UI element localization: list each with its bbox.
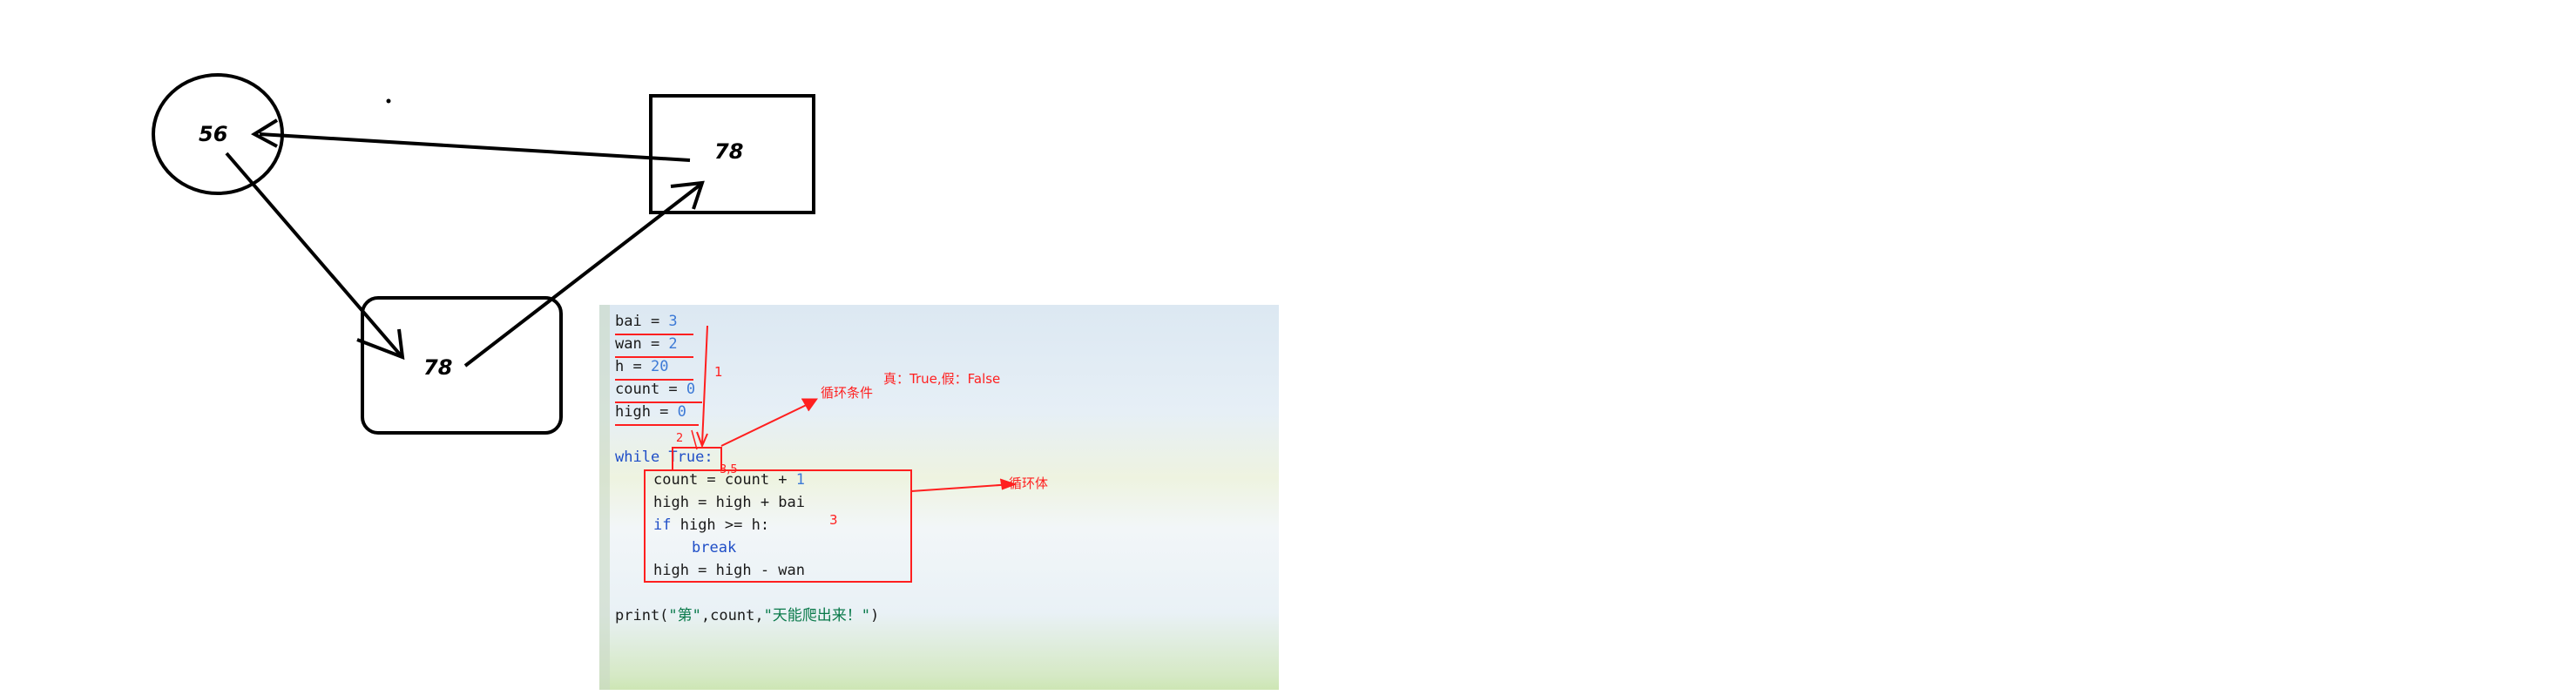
annotation-loop-condition: 循环条件 xyxy=(821,385,874,401)
code-token: high = high - wan xyxy=(653,562,805,579)
bottom-box-node-label: 78 xyxy=(423,355,453,380)
code-token: ) xyxy=(870,607,880,624)
code-line: count = count + 1 xyxy=(615,469,879,491)
code-token: 0 xyxy=(686,381,696,398)
code-token: bai = xyxy=(615,313,669,330)
right-box-node xyxy=(649,94,815,214)
annotation-step-2: 2 xyxy=(676,432,684,445)
annotation-step-1: 1 xyxy=(714,364,723,380)
code-token: while xyxy=(615,449,669,466)
code-line: wan = 2 xyxy=(615,333,879,355)
code-token: high = xyxy=(615,403,678,421)
code-token: 1 xyxy=(795,471,806,489)
condition-box xyxy=(672,447,722,471)
code-line: count = 0 xyxy=(615,378,879,401)
arrow-circle-to-box xyxy=(225,152,402,357)
code-token: 3 xyxy=(668,313,678,330)
bottom-box-node xyxy=(361,296,563,435)
code-line: high = 0 xyxy=(615,401,879,423)
code-line: if high >= h: xyxy=(615,514,879,536)
arrow-step-2 xyxy=(691,429,698,450)
annotation-step-3: 3 xyxy=(829,512,838,528)
code-line: high = high + bai xyxy=(615,491,879,514)
arrowhead-init-to-condition xyxy=(696,431,708,449)
code-line: break xyxy=(615,536,879,559)
code-token: 0 xyxy=(677,403,686,421)
loop-body-box xyxy=(644,469,912,583)
code-gutter xyxy=(599,305,610,690)
annotation-loop-body: 循环体 xyxy=(1009,476,1049,491)
right-box-node-label: 78 xyxy=(714,139,744,164)
code-line: bai = 3 xyxy=(615,310,879,333)
arrow-to-loop-condition xyxy=(720,400,816,447)
code-token: True: xyxy=(668,449,713,466)
code-line: while True: xyxy=(615,446,879,469)
code-token: "天能爬出来！" xyxy=(763,607,871,624)
code-token: if xyxy=(653,516,680,534)
arrowhead-to-loop-condition xyxy=(801,398,818,412)
arrow-bottom-to-right xyxy=(463,183,702,368)
arrowhead-box-to-circle xyxy=(250,118,279,148)
code-line: high = high - wan xyxy=(615,559,879,582)
code-token: "第" xyxy=(668,607,701,624)
annotation-overlay xyxy=(615,325,1018,583)
code-token: count = count + xyxy=(653,471,796,489)
arrowhead-bottom-to-right xyxy=(670,180,705,210)
arrow-box-to-circle xyxy=(259,132,691,162)
code-token: high = high + bai xyxy=(653,494,805,511)
arrow-to-loop-body xyxy=(910,483,1013,492)
code-token: wan = xyxy=(615,335,669,353)
arrowhead-to-loop-body xyxy=(999,478,1018,490)
annotation-true-false-note: 真：True,假：False xyxy=(883,371,1001,387)
circle-node-label: 56 xyxy=(199,122,228,146)
arrow-init-to-condition xyxy=(701,325,708,445)
code-line: print("第",count,"天能爬出来！") xyxy=(615,604,879,627)
code-token: break xyxy=(692,539,737,557)
arrowhead-circle-to-box xyxy=(356,328,405,361)
code-token: 2 xyxy=(668,335,678,353)
code-token: high >= h: xyxy=(679,516,770,534)
code-token: h = xyxy=(615,358,651,375)
code-token: print( xyxy=(615,607,669,624)
code-token: 20 xyxy=(650,358,669,375)
stray-dot xyxy=(386,98,391,104)
code-token: ,count, xyxy=(700,607,764,624)
code-line: h = 20 xyxy=(615,355,879,378)
code-token: count = xyxy=(615,381,686,398)
annotation-step-3-5: 3,5 xyxy=(720,463,738,476)
